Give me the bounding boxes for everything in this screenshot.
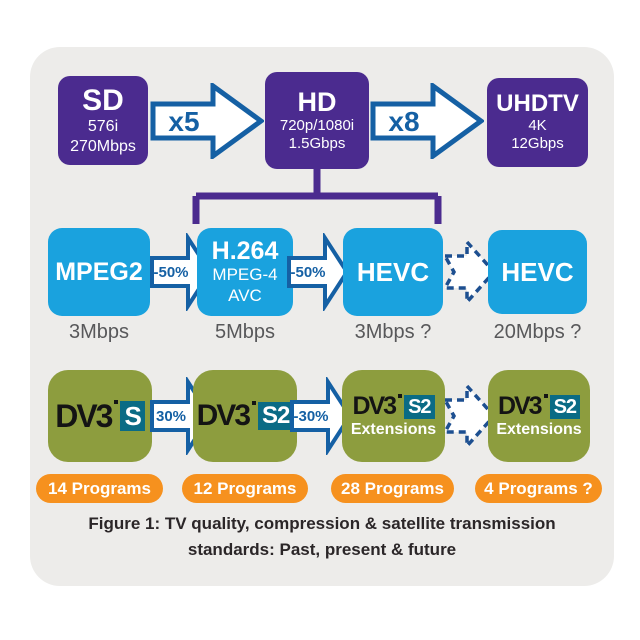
x8-arrow-label: x8 [388, 106, 419, 137]
hevc-future-bitrate-label: 20Mbps ? [493, 321, 582, 343]
dvb-logo-text: DV3 [55, 398, 113, 434]
extensions-label: Extensions [496, 421, 582, 438]
dvb-s2-extensions-box: DV3 S2 Extensions [342, 370, 445, 462]
arrow-shape [370, 83, 484, 159]
sd-box: SD 576i 270Mbps [58, 76, 148, 165]
hevc-bitrate-label: 3Mbps ? [354, 321, 432, 343]
minus50-arrow-label: -50% [153, 264, 188, 281]
programs-pill-28: 28 Programs [331, 474, 454, 503]
uhdtv-title: UHDTV [496, 90, 579, 118]
dvb-logo-text: DV3 [196, 399, 251, 432]
dvb-logo-text: DV3 [352, 392, 397, 420]
mpeg2-bitrate-label: 3Mbps [68, 321, 130, 343]
dashed-future-arrow-icon [442, 237, 497, 307]
dvb-s2-logo: DV3 S2 [197, 401, 294, 431]
sd-title: SD [82, 83, 124, 117]
minus50-arrow-icon-2: -50% [287, 233, 349, 311]
minus50-arrow-label-2: -50% [290, 264, 325, 281]
hevc-future-box: HEVC [488, 230, 587, 314]
caption-line-1: Figure 1: TV quality, compression & sate… [88, 514, 556, 533]
sd-resolution: 576i [87, 118, 119, 136]
hd-codec-bracket-connector [192, 166, 442, 224]
dvb-s2-extensions-future-box: DV3 S2 Extensions [488, 370, 590, 462]
mpeg2-box: MPEG2 [48, 228, 150, 316]
hd-bitrate: 1.5Gbps [288, 135, 346, 153]
dvb-logo-dot-icon [252, 401, 256, 405]
sd-bitrate: 270Mbps [70, 137, 136, 155]
x8-arrow-icon: x8 [370, 83, 484, 159]
dvb-logo-dot-icon [543, 394, 548, 398]
h264-sub2: AVC [228, 285, 262, 305]
dvb-s-box: DV3 S [48, 370, 152, 462]
uhdtv-resolution: 4K [528, 117, 547, 135]
h264-sub1: MPEG-4 [212, 264, 278, 284]
arrow-shape [290, 377, 352, 455]
hd-resolution: 720p/1080i [279, 116, 355, 134]
dvb-logo-text: DV3 [497, 392, 543, 420]
dvb-s-badge: S [120, 401, 145, 431]
minus30-arrow-icon: -30% [290, 377, 352, 455]
hevc-box: HEVC [343, 228, 443, 316]
hd-box: HD 720p/1080i 1.5Gbps [265, 72, 369, 169]
plus30-arrow-label: 30% [156, 408, 186, 425]
figure-caption: Figure 1: TV quality, compression & sate… [30, 511, 614, 563]
hd-title: HD [297, 86, 337, 117]
hevc-future-title: HEVC [501, 256, 574, 287]
arrow-shape [287, 233, 349, 311]
arrow-shape [442, 381, 497, 451]
programs-pill-14: 14 Programs [36, 474, 163, 503]
bracket-lines [192, 166, 442, 224]
dvb-s2-ext-badge: S2 [404, 394, 435, 419]
uhdtv-box: UHDTV 4K 12Gbps [487, 78, 588, 167]
dashed-future-arrow-icon-2 [442, 381, 497, 451]
arrow-shape [442, 237, 497, 307]
x5-arrow-label: x5 [168, 106, 199, 137]
dvb-s2-box: DV3 S2 [193, 370, 297, 462]
dvb-s2-ext-future-badge: S2 [549, 394, 581, 419]
dvb-s2-ext-future-logo: DV3 S2 [497, 392, 581, 420]
uhdtv-bitrate: 12Gbps [511, 135, 564, 153]
programs-pill-4: 4 Programs ? [475, 474, 602, 503]
dvb-s2-ext-logo: DV3 S2 [352, 392, 435, 420]
h264-box: H.264 MPEG-4 AVC [197, 228, 293, 316]
arrow-shape [150, 83, 264, 159]
mpeg2-title: MPEG2 [55, 257, 143, 286]
extensions-label: Extensions [350, 421, 437, 438]
x5-arrow-icon: x5 [150, 83, 264, 159]
hevc-title: HEVC [356, 256, 430, 287]
dvb-logo-dot-icon [114, 400, 119, 404]
h264-bitrate-label: 5Mbps [214, 321, 276, 343]
dvb-s-logo: DV3 S [55, 400, 145, 432]
caption-line-2: standards: Past, present & future [187, 540, 457, 559]
dvb-s2-badge: S2 [258, 402, 294, 430]
h264-title: H.264 [211, 236, 279, 265]
dvb-logo-dot-icon [398, 394, 403, 398]
programs-pill-12: 12 Programs [182, 474, 308, 503]
minus30-arrow-label: -30% [293, 408, 328, 425]
